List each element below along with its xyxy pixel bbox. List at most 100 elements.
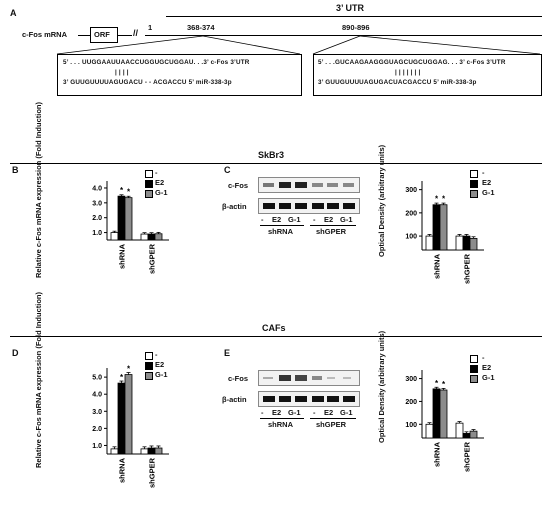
- legend-e-label-control: -: [482, 353, 485, 362]
- panel-c-bar-shRNA-g1: [439, 204, 448, 251]
- panel-d-category-label: shRNA: [118, 457, 127, 483]
- panel-e-bar-shGPER-g1: [469, 430, 478, 439]
- legend-e-swatch-g1: [470, 375, 478, 383]
- panel-d-tick-label: 2.0: [92, 426, 102, 433]
- panel-b-significance-star: *: [127, 188, 131, 197]
- site1-mir-seq: 3’ GUUGUUUUAGUGACU - - ACGACCU 5’ miR-33…: [63, 79, 232, 86]
- legend-c-swatch-e2: [470, 180, 478, 188]
- legend-swatch-g1: [145, 190, 153, 198]
- panel-e-row-actin: β-actin: [222, 395, 247, 404]
- section-skbr3-title: SkBr3: [258, 150, 285, 160]
- panel-b-bar-shRNA-e2: [117, 195, 126, 241]
- panel-c-blot-cfos: [258, 177, 360, 193]
- panel-e-lane-2: E2: [272, 408, 282, 417]
- mrna-line-right: [145, 35, 542, 36]
- panel-c-lane-3: G-1: [288, 215, 301, 224]
- legend-e-label-g1: G-1: [482, 373, 495, 382]
- mrna-line-left: [78, 35, 90, 36]
- panel-c-group-shgper: shGPER: [316, 227, 347, 236]
- section-cafs-title: CAFs: [262, 323, 286, 333]
- panel-e-tick-label: 100: [405, 422, 417, 429]
- panel-c-blot-actin: [258, 198, 360, 214]
- panel-b-bar-shRNA-g1: [124, 197, 133, 241]
- legend-c-label-g1: G-1: [482, 188, 495, 197]
- section-skbr3-rule: [10, 163, 542, 164]
- panel-d-tick-label: 4.0: [92, 392, 102, 399]
- panel-c-row-cfos: c-Fos: [228, 181, 249, 190]
- site2-box: [313, 54, 542, 96]
- panel-e-lane-4: -: [313, 408, 316, 417]
- panel-d-significance-star: *: [127, 365, 131, 374]
- panel-b-significance-star: *: [120, 186, 124, 195]
- panel-d-tick-label: 5.0: [92, 375, 102, 382]
- panel-b-letter: B: [12, 165, 19, 175]
- position-one: 1: [148, 23, 153, 32]
- site2-range: 890-896: [342, 23, 370, 32]
- panel-e-bar-shRNA-g1: [439, 389, 448, 439]
- legend-label-e2: E2: [155, 178, 165, 187]
- panel-e-group-line-1: [260, 418, 304, 419]
- site2-mir-seq: 3’ GUUGUUUUAGUGACUACGACCU 5’ miR-338-3p: [318, 79, 477, 86]
- panel-d-bar-shRNA-e2: [117, 382, 126, 455]
- mrna-line-mid: [117, 35, 132, 36]
- panel-c-bar-shGPER-g1: [469, 237, 478, 251]
- site1-bars: | | | |: [115, 69, 129, 76]
- utr-label: 3’ UTR: [336, 3, 365, 13]
- mrna-label: c-Fos mRNA: [22, 30, 68, 39]
- panel-e-bar-shRNA-e2: [432, 388, 441, 439]
- panel-e-group-line-2: [310, 418, 356, 419]
- panel-c-lane-4: -: [313, 215, 316, 224]
- panel-c-group-line-2: [310, 225, 356, 226]
- panel-d-tick-label: 1.0: [92, 443, 102, 450]
- panel-c-tick-label: 300: [405, 187, 417, 194]
- site1-range: 368-374: [187, 23, 215, 32]
- site-connector-lines: [56, 35, 541, 55]
- panel-e-lane-6: G-1: [340, 408, 353, 417]
- legend-d-swatch-control: [145, 352, 153, 360]
- panel-c-bar-shGPER-e2: [462, 235, 471, 251]
- panel-c-bar-shRNA-control: [425, 235, 434, 251]
- panel-b-tick-label: 2.0: [92, 215, 102, 222]
- panel-b-tick-label: 4.0: [92, 185, 102, 192]
- legend-c-label-control: -: [482, 168, 485, 177]
- panel-b-bar-shGPER-control: [140, 233, 149, 241]
- panel-e-tick-label: 200: [405, 399, 417, 406]
- panel-e-bar-shGPER-control: [455, 422, 464, 439]
- panel-c-lane-1: -: [261, 215, 264, 224]
- panel-e-bar-shRNA-control: [425, 423, 434, 439]
- panel-e-lane-1: -: [261, 408, 264, 417]
- legend-c-label-e2: E2: [482, 178, 492, 187]
- panel-c-tick-label: 100: [405, 234, 417, 241]
- panel-e-bar-shGPER-e2: [462, 433, 471, 439]
- panel-d-bar-shGPER-control: [140, 448, 149, 455]
- panel-b-bar-shGPER-g1: [154, 233, 163, 241]
- utr-span-line: [166, 16, 542, 17]
- panel-d-bar-shRNA-control: [110, 448, 119, 455]
- panel-e-lane-5: E2: [324, 408, 334, 417]
- panel-c-category-label: shRNA: [433, 253, 442, 279]
- panel-c-lane-6: G-1: [340, 215, 353, 224]
- legend-swatch-control: [145, 170, 153, 178]
- legend-c-swatch-control: [470, 170, 478, 178]
- panel-c-bar-shRNA-e2: [432, 204, 441, 251]
- legend-e-swatch-e2: [470, 365, 478, 373]
- site1-utr-seq: 5’ . . . UUGGAAUUAACCUGGUGCUGGAU. . .3’ …: [63, 59, 250, 66]
- legend-c-swatch-g1: [470, 190, 478, 198]
- panel-b-ylabel: Relative c-Fos mRNA expression (Fold Ind…: [34, 102, 43, 278]
- panel-e-lane-3: G-1: [288, 408, 301, 417]
- panel-c-letter: C: [224, 165, 231, 175]
- panel-c-row-actin: β-actin: [222, 202, 247, 211]
- panel-e-blot-cfos: [258, 370, 360, 386]
- panel-c-significance-star: *: [442, 195, 446, 204]
- panel-c-category-label: shGPER: [463, 253, 472, 284]
- panel-e-tick-label: 300: [405, 376, 417, 383]
- panel-c-tick-label: 200: [405, 210, 417, 217]
- legend-swatch-e2: [145, 180, 153, 188]
- panel-c-lane-5: E2: [324, 215, 334, 224]
- section-cafs-rule: [10, 336, 542, 337]
- panel-c-bar-shGPER-control: [455, 235, 464, 251]
- panel-b-bar-shRNA-control: [110, 232, 119, 241]
